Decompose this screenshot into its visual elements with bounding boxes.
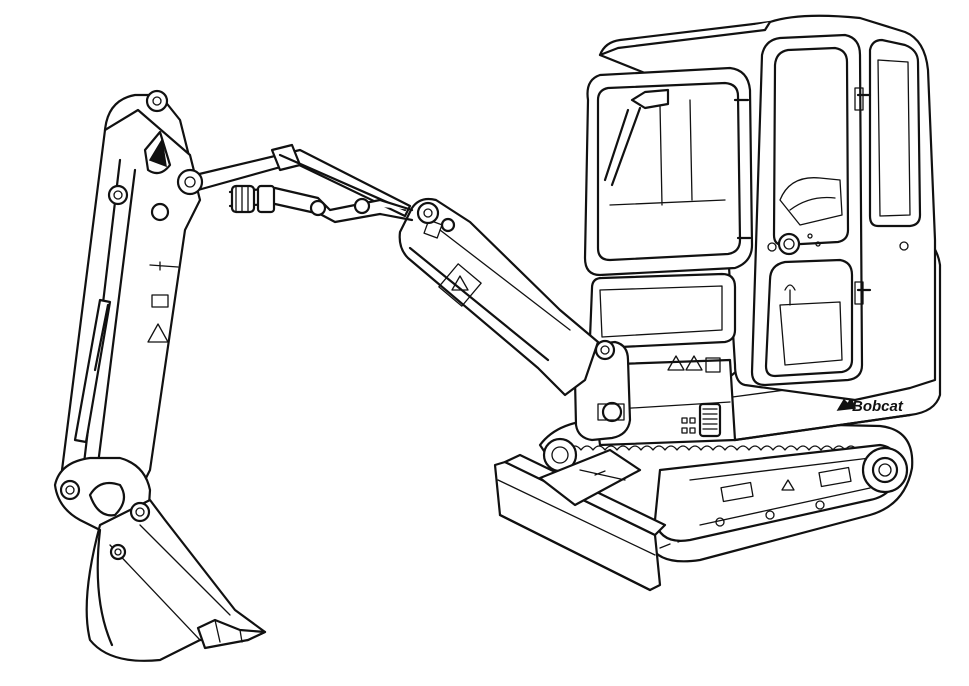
- dozer-blade: [493, 448, 667, 592]
- operator-cab: [583, 14, 937, 402]
- main-boom: [398, 197, 632, 442]
- arm-cylinder: [193, 143, 414, 224]
- bobcat-logo: Bobcat: [836, 396, 904, 415]
- dipper-arm: [60, 89, 204, 492]
- bucket: [53, 456, 267, 662]
- brand-logo-text: Bobcat: [852, 398, 904, 415]
